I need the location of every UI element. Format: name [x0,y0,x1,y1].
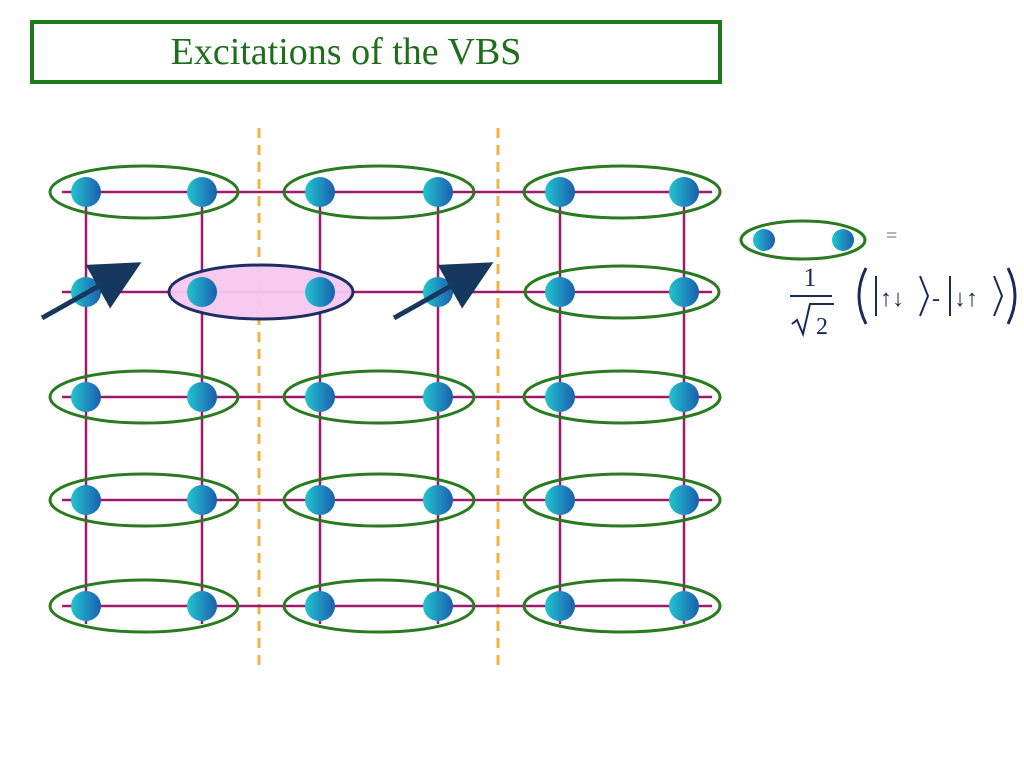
spinon-arrows [40,262,494,321]
legend-singlet-ellipse [739,219,867,261]
right-paren [1006,267,1017,325]
legend-site-left [753,229,775,251]
site-r5-c1 [71,591,101,621]
ket1-spins: ↑↓ [880,286,904,312]
site-r1-c2 [187,177,217,207]
ket2-angle [993,275,1004,317]
singlet-bond-row-1-pair-1 [48,164,240,220]
site-r2-c5 [545,277,575,307]
site-r3-c6 [669,382,699,412]
site-r5-c5 [545,591,575,621]
singlet-legend: = 1 2 ↑↓ - ↓↑ [739,219,1017,340]
fraction-radicand: 2 [816,314,828,340]
site-r4-c3 [305,485,335,515]
site-r4-c5 [545,485,575,515]
site-r5-c4 [423,591,453,621]
sqrt-symbol [791,303,834,338]
minus-sign: - [932,286,940,312]
site-r2-c3 [305,277,335,307]
site-r1-c1 [71,177,101,207]
ket2-spins: ↓↑ [954,286,978,312]
singlet-bond-row-1-pair-3 [522,164,722,220]
singlet-bond-row-4-pair-3 [522,472,722,528]
singlet-bond-row-2-pair-3 [523,264,721,320]
site-r2-c2 [187,277,217,307]
site-r3-c4 [423,382,453,412]
site-r1-c4 [423,177,453,207]
singlet-bond-row-4-pair-1 [48,472,240,528]
singlet-bond-row-1-pair-2 [282,164,476,220]
singlet-bond-row-5-pair-3 [522,578,722,634]
site-r3-c1 [71,382,101,412]
legend-site-right [832,229,854,251]
site-r5-c6 [669,591,699,621]
domain-walls [257,128,500,672]
singlet-bond-row-3-pair-1 [48,369,240,425]
lattice-lines [62,190,712,624]
site-r3-c3 [305,382,335,412]
site-r4-c1 [71,485,101,515]
site-r2-c6 [669,277,699,307]
singlet-bond-row-4-pair-2 [282,472,476,528]
singlet-bond-row-5-pair-2 [282,578,476,634]
spinon-arrow-2 [392,262,494,321]
singlet-bond-row-3-pair-2 [282,369,476,425]
left-paren [857,267,868,325]
site-r1-c3 [305,177,335,207]
singlet-bond-row-5-pair-1 [48,578,240,634]
singlet-bond-row-3-pair-3 [522,369,722,425]
excited-singlet-bond [167,263,355,321]
site-r1-c5 [545,177,575,207]
singlet-bonds [48,164,722,634]
lattice-sites [71,177,699,621]
site-r4-c4 [423,485,453,515]
site-r5-c2 [187,591,217,621]
ket1-angle [919,275,930,317]
site-r3-c2 [187,382,217,412]
fraction-numerator: 1 [804,263,817,292]
site-r3-c5 [545,382,575,412]
title-box: Excitations of the VBS [30,20,722,84]
slide-title: Excitations of the VBS [170,31,522,73]
legend-equals-sign: = [886,225,897,247]
site-r5-c3 [305,591,335,621]
site-r1-c6 [669,177,699,207]
site-r4-c6 [669,485,699,515]
spinon-arrow-1 [40,262,142,321]
site-r4-c2 [187,485,217,515]
